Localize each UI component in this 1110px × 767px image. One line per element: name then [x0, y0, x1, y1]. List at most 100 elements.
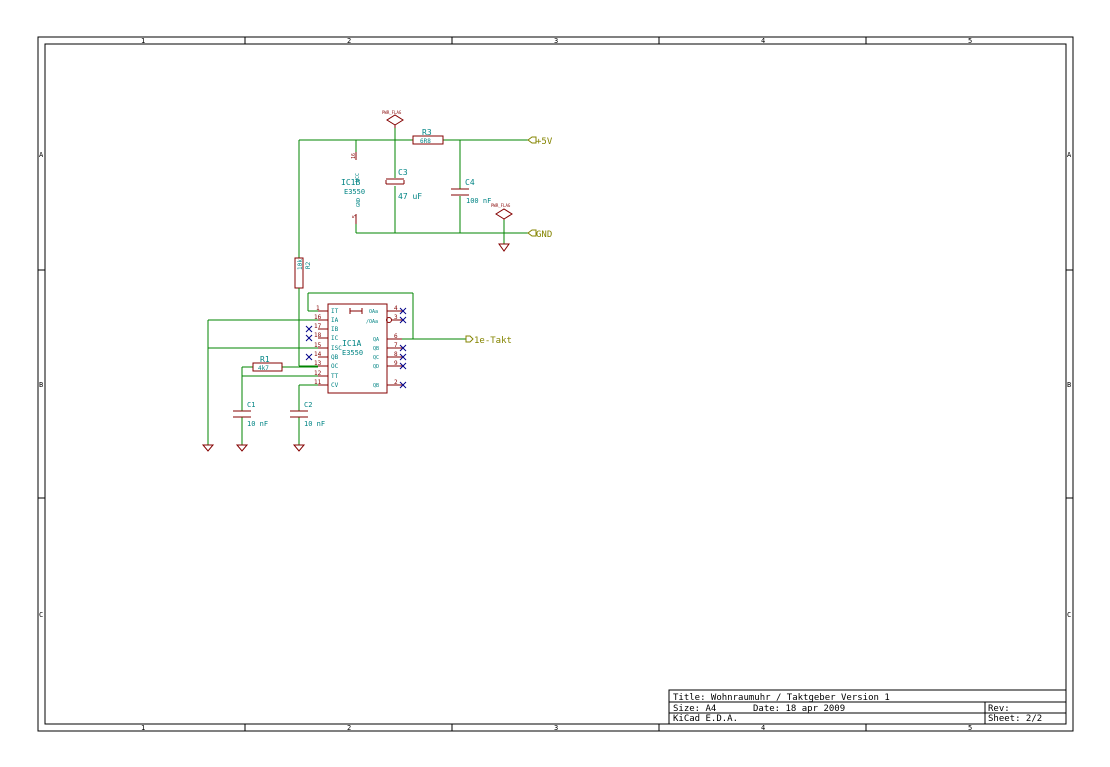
- gnd-symbol-1: [498, 243, 510, 252]
- r1-value: 4k7: [258, 365, 269, 372]
- ic1a-pin-num-7: 7: [394, 342, 398, 349]
- ic1b-pin-vcc: VCC: [355, 173, 361, 182]
- ic1a-pin-num-9: 9: [394, 360, 398, 367]
- zone-left-a: A: [39, 151, 44, 159]
- c1-ref: C1: [247, 401, 255, 409]
- resistor-r1: R1 4k7: [252, 355, 283, 372]
- ic1a-wires: [207, 288, 466, 445]
- zone-left-b: B: [39, 381, 43, 389]
- r1-ref: R1: [260, 355, 270, 364]
- r3-ref: R3: [422, 128, 432, 137]
- ic1b-power-unit: 16 5 VCC GND IC1B E3550: [341, 152, 365, 224]
- ic1a-pin-name-ic: IC: [331, 335, 339, 342]
- zone-top-1: 1: [141, 37, 145, 45]
- ic1a-pin-num-12: 12: [314, 370, 322, 377]
- ic1a-pin-num-11: 11: [314, 379, 322, 386]
- ic1a-pin-num-8: 8: [394, 351, 398, 358]
- title-block-size: Size: A4: [673, 704, 716, 714]
- zone-top-4: 4: [761, 37, 765, 45]
- capacitor-c4: C4 100 nF: [451, 178, 491, 205]
- ic1b-pin-5: 5: [352, 215, 358, 218]
- ic1a-value: E3550: [342, 349, 363, 357]
- ic1a-pin-num-2: 2: [394, 379, 398, 386]
- title-block-date: Date: 18 apr 2009: [753, 704, 845, 714]
- ic1a-pin-name-cv: CV: [331, 382, 339, 389]
- outer-border: [37, 36, 1074, 732]
- zone-bottom-5: 5: [968, 724, 972, 732]
- ic1b-pin-gnd: GND: [356, 198, 362, 207]
- gnd-symbol-2: [201, 444, 215, 452]
- inner-border: [44, 43, 1067, 725]
- ic1a-pin-name-qb2: QB: [373, 383, 379, 389]
- pwr-flag-1-label: PWR_FLAG: [382, 110, 402, 115]
- capacitor-c3: C3 47 uF: [385, 168, 422, 201]
- title-block-sheet: Sheet: 2/2: [988, 714, 1042, 724]
- ic1a-left-pins: 1 16 17 18 15 14 13 12 11 IT IA IB IC IS…: [305, 305, 342, 389]
- capacitor-c1: C1 10 nF: [233, 401, 268, 428]
- zone-bottom-3: 3: [554, 724, 558, 732]
- ic1a-pin-num-1: 1: [316, 305, 320, 312]
- gnd-symbol-4: [292, 444, 306, 452]
- ic1a-pin-num-4: 4: [394, 305, 398, 312]
- label-takt: 1e-Takt: [465, 335, 512, 346]
- zone-ruler-bottom: 1 2 3 4 5: [141, 724, 972, 732]
- zone-right-b: B: [1067, 381, 1071, 389]
- label-vcc-text: +5V: [536, 137, 553, 147]
- c1-value: 10 nF: [247, 420, 268, 428]
- ic1a-pin-num-18: 18: [314, 332, 322, 339]
- r3-value: 6R8: [420, 138, 431, 145]
- ic1a-pin-name-qc: QC: [373, 355, 379, 361]
- zone-bottom-1: 1: [141, 724, 145, 732]
- zone-top-2: 2: [347, 37, 351, 45]
- ic1a-right-pins: 4 3 6 7 8 9 2 OAa /OAa QA QB QC QD QB: [366, 305, 407, 389]
- ic1a-pin-name-tt: TT: [331, 373, 339, 380]
- ic1a-pin-name-qd: QD: [373, 364, 379, 370]
- zone-bottom-2: 2: [347, 724, 351, 732]
- resistor-r2: R2 10k: [294, 257, 312, 289]
- ic1b-pin-16: 16: [351, 153, 357, 159]
- ic1a-pin-num-15: 15: [314, 342, 322, 349]
- label-gnd-text: GND: [536, 230, 552, 240]
- c3-value: 47 uF: [398, 192, 422, 201]
- label-gnd: GND: [527, 229, 552, 240]
- title-block-tool: KiCad E.D.A.: [673, 714, 738, 724]
- title-block: Title: Wohnraumuhr / Taktgeber Version 1…: [668, 689, 1067, 725]
- zone-top-3: 3: [554, 37, 558, 45]
- ic1b-ref: IC1B: [341, 178, 360, 187]
- c2-ref: C2: [304, 401, 312, 409]
- label-vcc: +5V: [527, 136, 553, 147]
- zone-right-a: A: [1067, 151, 1072, 159]
- ic1a-pin-name-oaa: OAa: [369, 309, 378, 315]
- title-block-title: Title: Wohnraumuhr / Taktgeber Version 1: [673, 693, 890, 703]
- pwr-flag-2-label: PWR_FLAG: [491, 203, 511, 208]
- capacitor-c2: C2 10 nF: [290, 401, 325, 428]
- zone-right-c: C: [1067, 611, 1071, 619]
- label-takt-text: 1e-Takt: [474, 336, 512, 346]
- c3-ref: C3: [398, 168, 408, 177]
- ic1a-pin-name-oc: OC: [331, 363, 339, 370]
- ic1a-pin-num-14: 14: [314, 351, 322, 358]
- ic1a-pin-num-3: 3: [394, 314, 398, 321]
- ic1a-pin-num-16: 16: [314, 314, 322, 321]
- ic1a-pin-name-isc: ISC: [331, 345, 342, 352]
- zone-bottom-4: 4: [761, 724, 765, 732]
- ic1a-pin-name-qa: QA: [373, 337, 379, 343]
- power-wires: [298, 128, 528, 258]
- ic1a-pin-num-6: 6: [394, 333, 398, 340]
- ic1a-pin-name-noaa: /OAa: [366, 319, 378, 325]
- c4-value: 100 nF: [466, 197, 491, 205]
- pwr-flag-2: PWR_FLAG: [491, 203, 513, 220]
- ic1a-pin-name-qb: QB: [373, 346, 379, 352]
- ic1a-pin-num-13: 13: [314, 360, 322, 367]
- zone-left-c: C: [39, 611, 43, 619]
- ic1a-ref: IC1A: [342, 339, 361, 348]
- ic1a-pin-num-17: 17: [314, 323, 322, 330]
- r2-value: 10k: [297, 259, 304, 270]
- ic1a-pin-name-it: IT: [331, 308, 339, 315]
- c2-value: 10 nF: [304, 420, 325, 428]
- c4-ref: C4: [465, 178, 475, 187]
- title-block-rev: Rev:: [988, 704, 1010, 714]
- ic1b-value: E3550: [344, 188, 365, 196]
- resistor-r3: R3 6R8: [412, 128, 444, 145]
